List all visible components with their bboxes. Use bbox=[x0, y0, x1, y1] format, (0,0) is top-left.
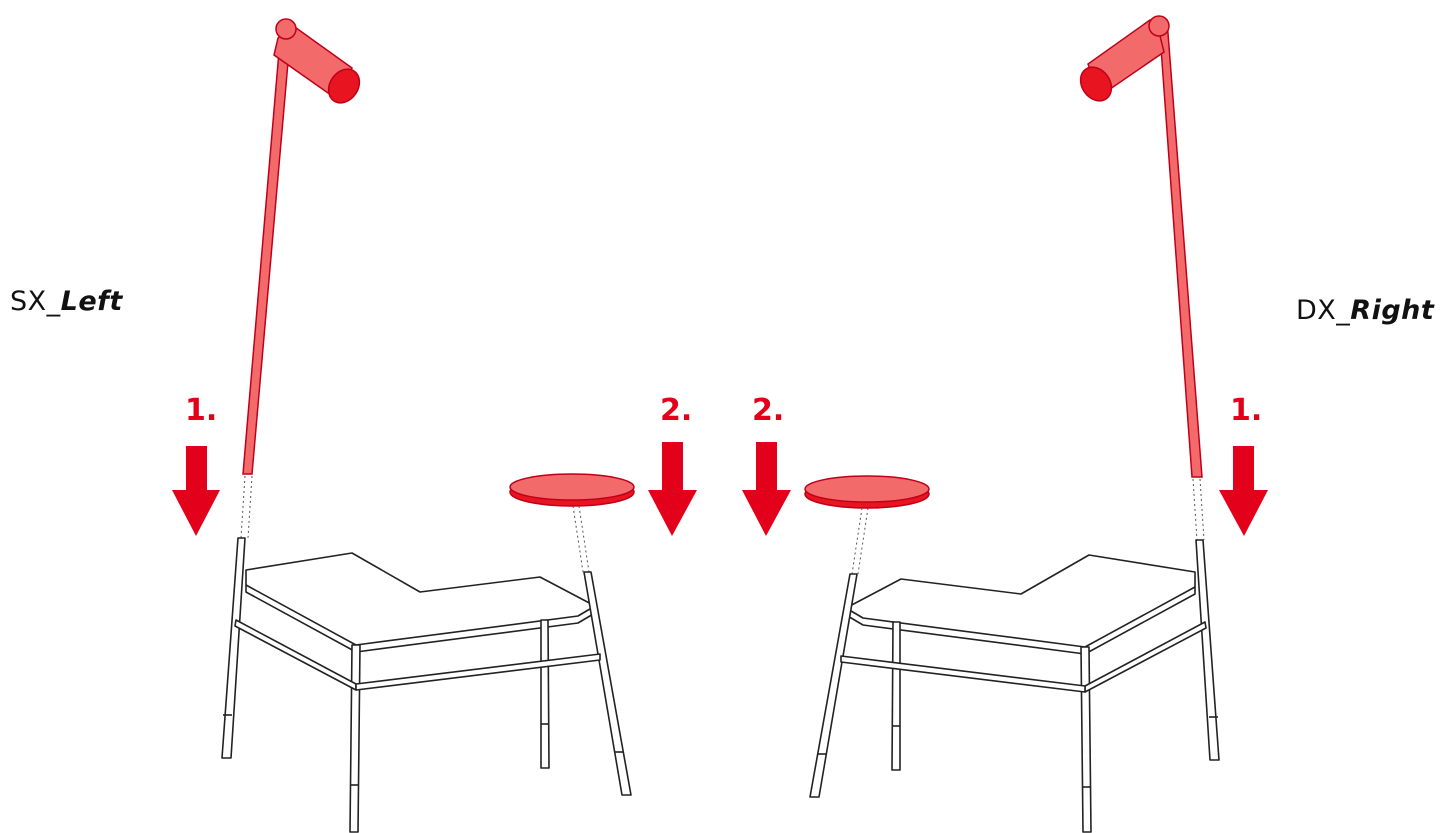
right-assembly bbox=[742, 16, 1268, 832]
left-side-label: SX_Left bbox=[10, 286, 123, 317]
right-tray-guide bbox=[852, 508, 868, 574]
right-tray-part bbox=[805, 476, 929, 508]
left-lamp-guide bbox=[241, 476, 252, 538]
step-right-tray: 2. bbox=[752, 393, 784, 428]
left-side-name: Left bbox=[61, 286, 123, 317]
left-lamp-part bbox=[243, 19, 366, 474]
right-tray-arrow bbox=[742, 442, 791, 536]
left-table bbox=[222, 538, 631, 832]
left-tray-arrow bbox=[648, 442, 697, 536]
left-tray-part bbox=[510, 474, 634, 506]
left-side-code: SX bbox=[10, 286, 47, 317]
left-lamp-arrow bbox=[172, 446, 220, 536]
step-left-lamp: 1. bbox=[185, 393, 217, 428]
left-tray-guide bbox=[573, 506, 589, 572]
right-table bbox=[810, 540, 1219, 832]
step-left-tray: 2. bbox=[660, 393, 692, 428]
right-lamp-arrow bbox=[1219, 446, 1268, 536]
right-side-code: DX bbox=[1296, 295, 1336, 326]
right-lamp-part bbox=[1074, 16, 1202, 477]
step-right-lamp: 1. bbox=[1230, 393, 1262, 428]
right-lamp-guide bbox=[1193, 479, 1204, 540]
left-assembly bbox=[172, 19, 697, 832]
right-side-name: Right bbox=[1350, 295, 1434, 326]
right-side-label: DX_Right bbox=[1296, 295, 1434, 326]
